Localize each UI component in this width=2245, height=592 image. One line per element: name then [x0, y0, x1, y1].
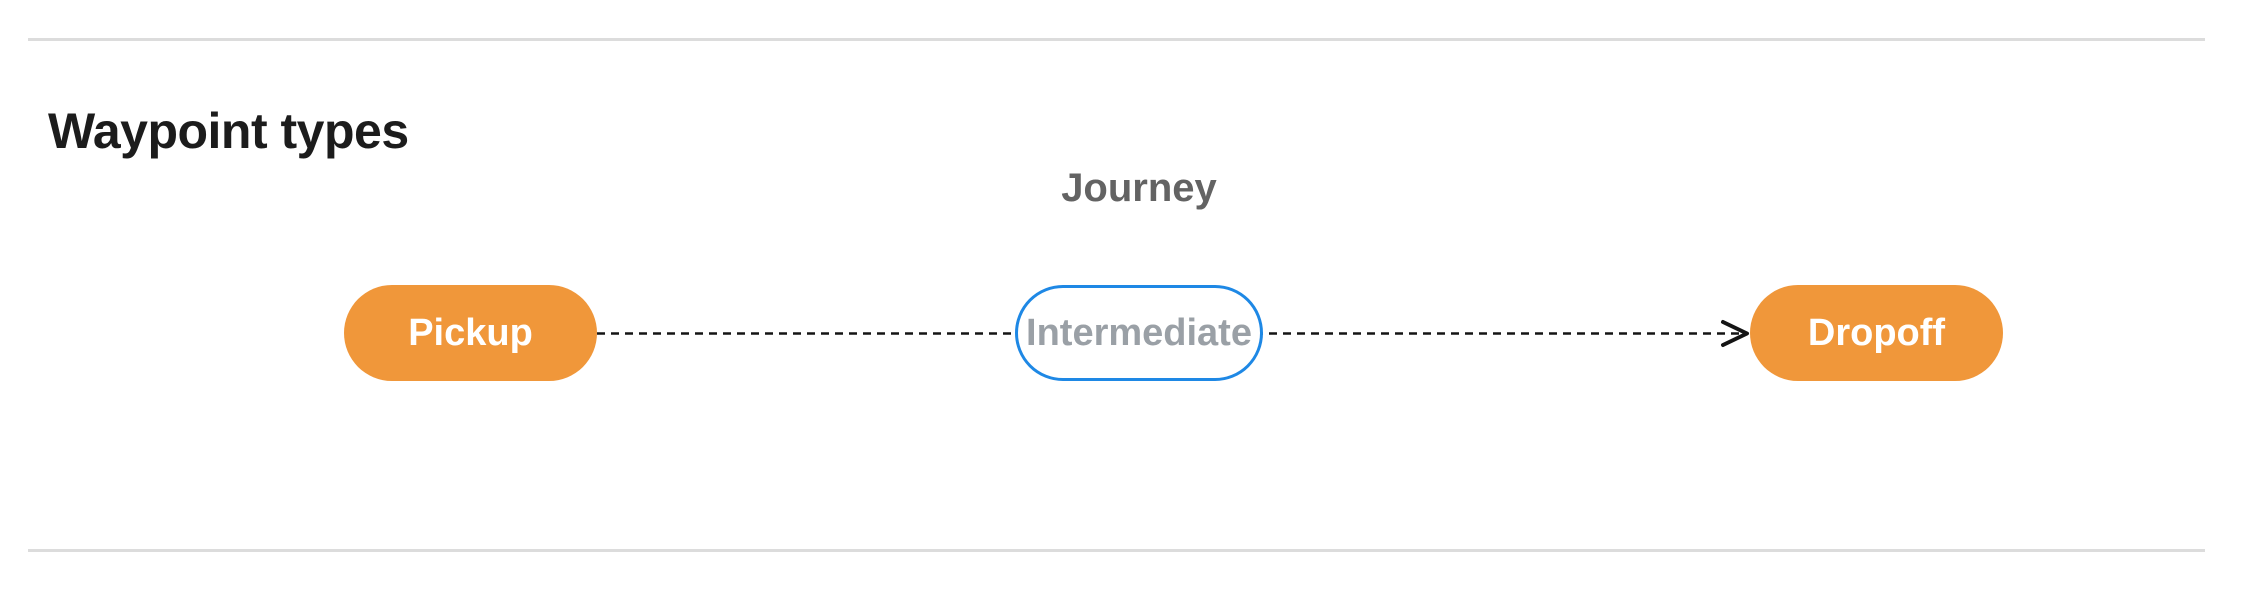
page-title: Waypoint types	[48, 102, 409, 159]
node-dropoff-label: Dropoff	[1807, 311, 1946, 354]
node-pickup: Pickup	[344, 285, 597, 381]
node-intermediate-label: Intermediate	[1026, 311, 1252, 354]
node-dropoff: Dropoff	[1750, 285, 2003, 381]
node-intermediate: Intermediate	[1015, 285, 1263, 381]
bottom-divider	[28, 549, 2205, 552]
journey-label: Journey	[1061, 166, 1217, 210]
node-pickup-label: Pickup	[408, 311, 533, 354]
arrowhead-icon	[1721, 320, 1749, 347]
top-divider	[28, 38, 2205, 41]
